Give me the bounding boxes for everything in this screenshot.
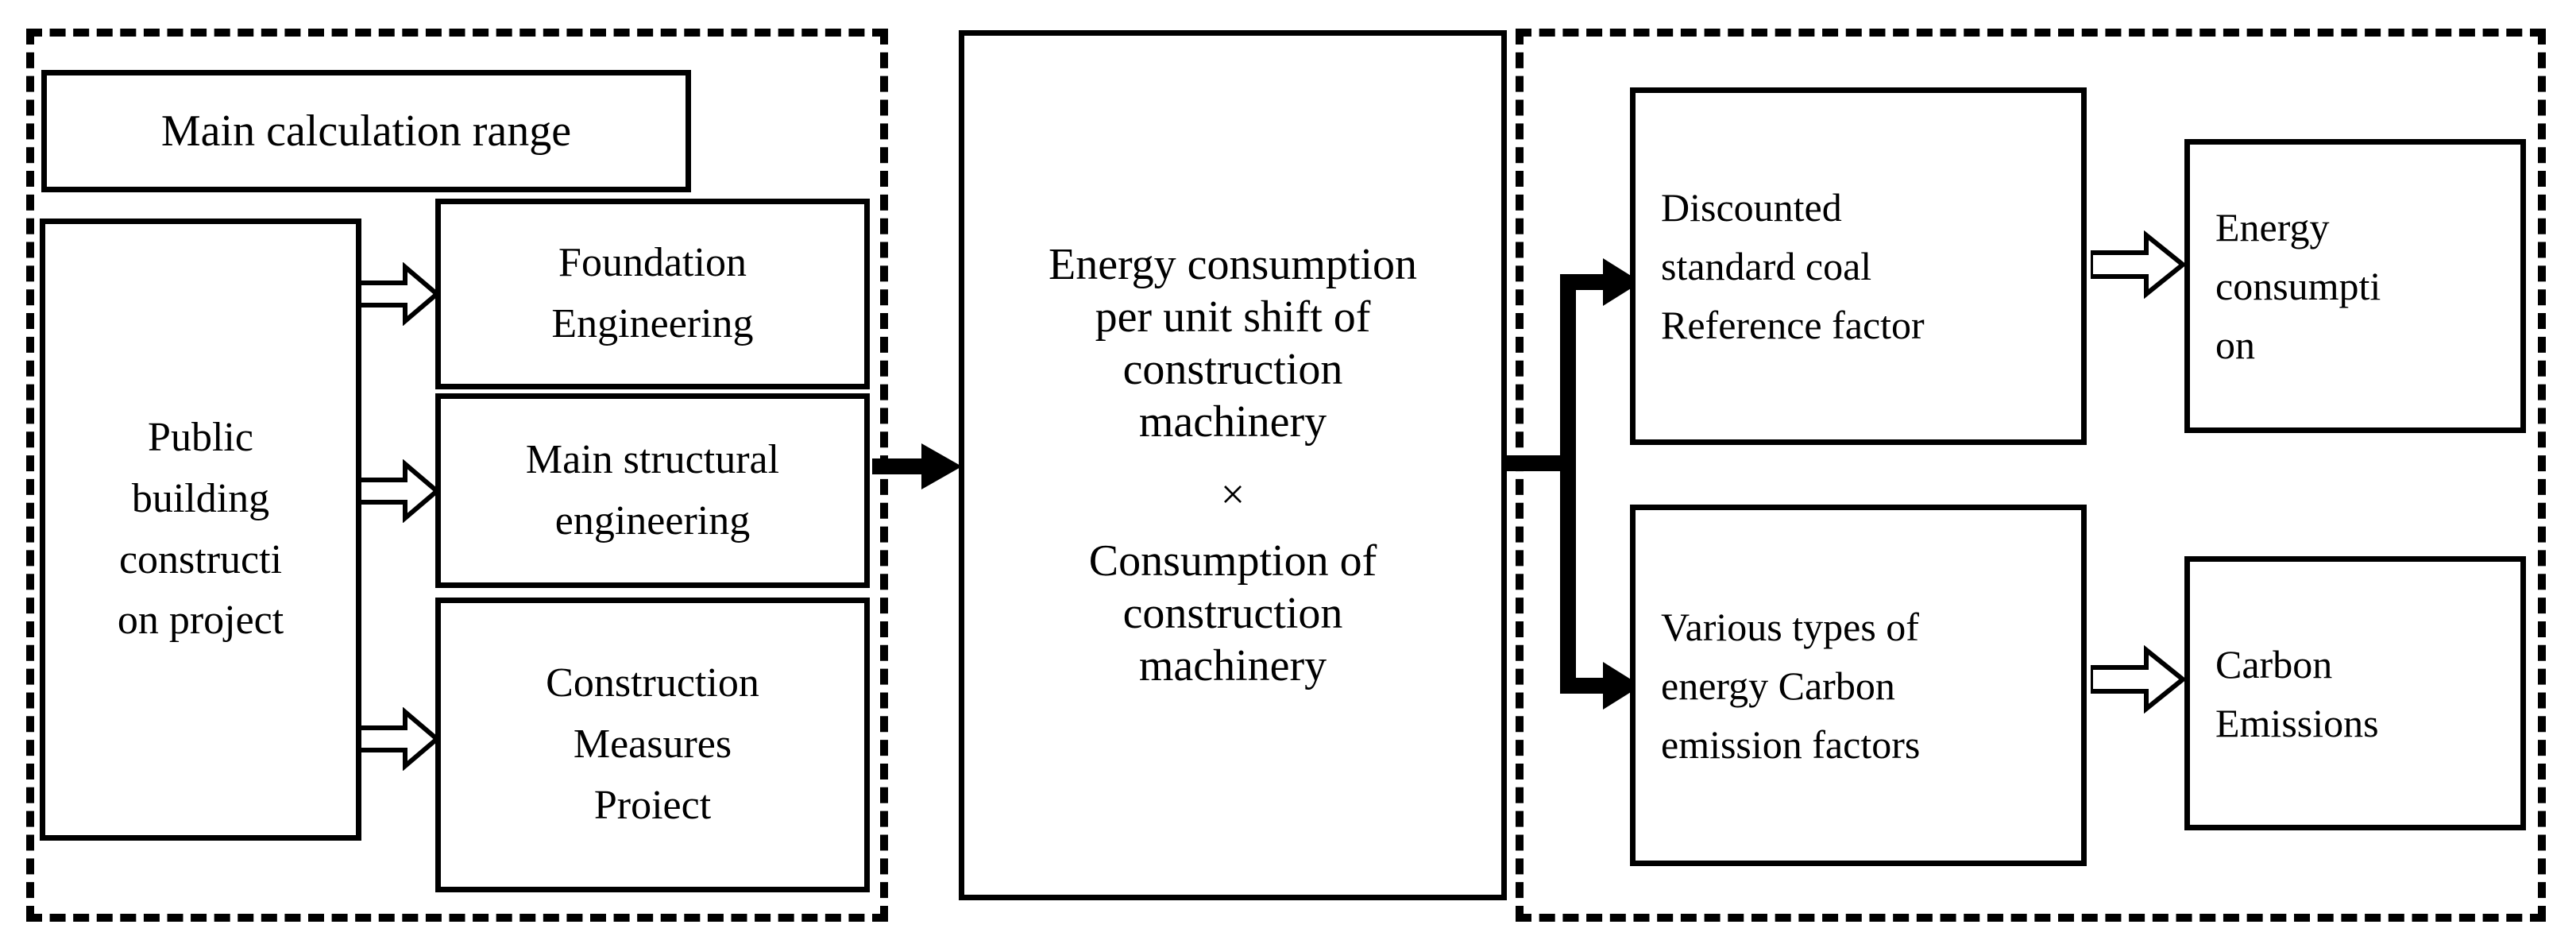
construction-measures-project-label: Construction Measures Proiect [546, 660, 759, 828]
formula-line-7: machinery [1138, 641, 1327, 691]
energy-consumption-formula-text: Energy consumption per unit shift of con… [972, 238, 1493, 692]
formula-line-3: construction [1122, 344, 1343, 394]
arrow-to-construction-measures-project-icon [359, 707, 438, 771]
energy-carbon-emission-factors-label: Various types of energy Carbon emission … [1661, 604, 1921, 767]
conversion-results-panel [1516, 29, 2546, 922]
main-calculation-range-label: Main calculation range [160, 106, 572, 156]
energy-carbon-emission-factors-box: Various types of energy Carbon emission … [1630, 505, 2087, 866]
formula-line-5: Consumption of [1088, 536, 1377, 586]
arrow-to-energy-consumption-result-icon [2091, 230, 2184, 299]
arrow-left-panel-to-formula-icon [872, 439, 964, 494]
carbon-emissions-result-label: Carbon Emissions [2215, 641, 2379, 745]
multiplication-operator: × [1220, 470, 1246, 519]
branching-connector-icon [1501, 258, 1644, 767]
energy-consumption-result-box: Energy consumpti on [2184, 139, 2526, 433]
main-calculation-range-box: Main calculation range [41, 70, 691, 192]
foundation-engineering-box: Foundation Engineering [435, 199, 870, 389]
discounted-standard-coal-reference-factor-box: Discounted standard coal Reference facto… [1630, 87, 2087, 445]
main-structural-engineering-box: Main structural engineering [435, 393, 870, 588]
discounted-standard-coal-reference-factor-label: Discounted standard coal Reference facto… [1661, 185, 1925, 347]
arrow-to-carbon-emissions-result-icon [2091, 645, 2184, 714]
formula-line-1: Energy consumption [1048, 239, 1418, 289]
arrow-to-foundation-engineering-icon [359, 262, 438, 326]
formula-line-6: construction [1122, 589, 1343, 639]
main-calculation-range-panel [26, 29, 888, 922]
arrow-to-main-structural-engineering-icon [359, 459, 438, 523]
construction-measures-project-box: Construction Measures Proiect [435, 598, 870, 892]
energy-consumption-result-label: Energy consumpti on [2215, 205, 2381, 367]
foundation-engineering-label: Foundation Engineering [551, 240, 754, 346]
public-building-construction-project-box: Public building constructi on project [40, 219, 361, 841]
formula-line-4: machinery [1138, 397, 1327, 447]
formula-line-2: per unit shift of [1095, 292, 1371, 342]
main-structural-engineering-label: Main structural engineering [525, 436, 780, 543]
energy-consumption-formula-box: Energy consumption per unit shift of con… [959, 30, 1507, 900]
carbon-emissions-result-box: Carbon Emissions [2184, 556, 2526, 830]
public-building-construction-project-label: Public building constructi on project [117, 414, 284, 644]
